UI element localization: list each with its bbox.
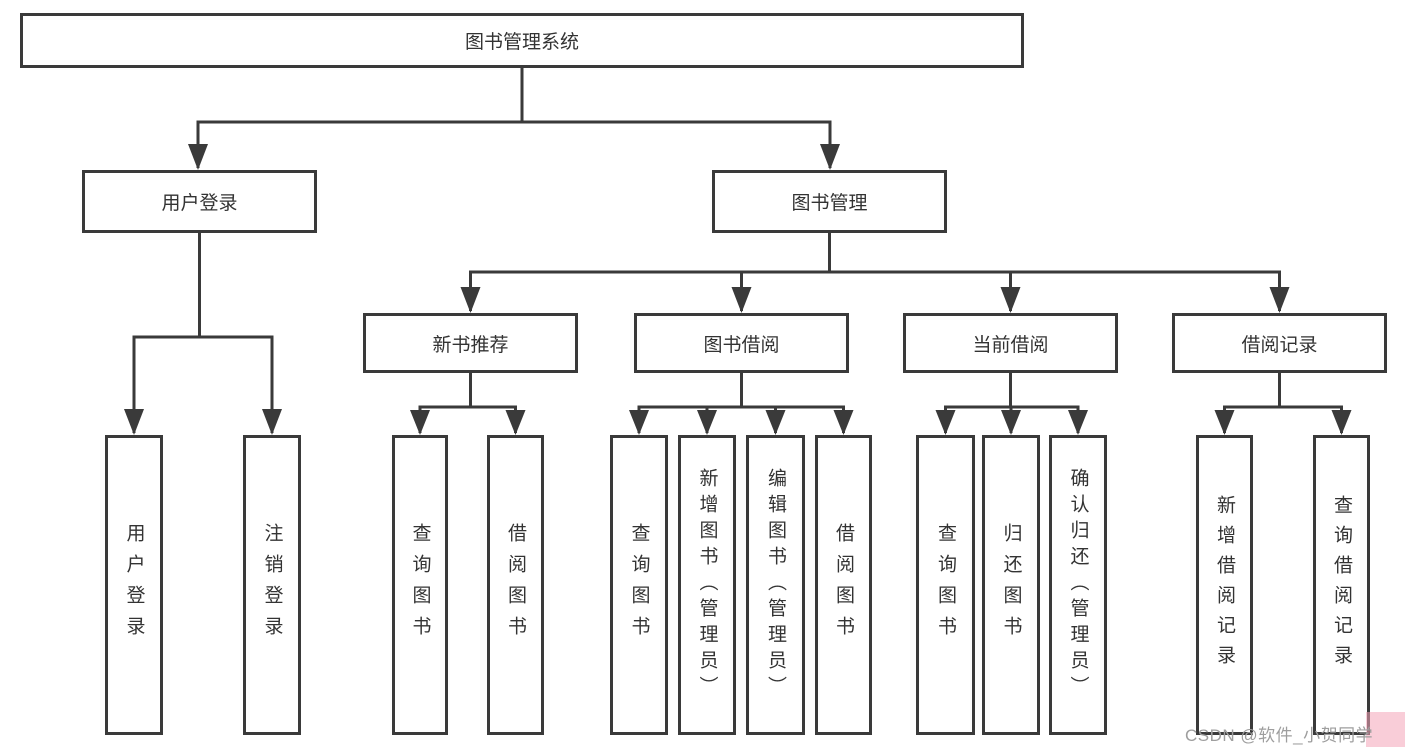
leaf-query-books-recommend: 查询图书: [392, 435, 448, 735]
connector-current-borrow-branch: [935, 371, 1088, 435]
csdn-watermark: CSDN @软件_小贺同学: [1185, 726, 1374, 745]
node-current-borrow: 当前借阅: [903, 313, 1118, 373]
leaf-edit-books-admin: 编辑图书（管理员）: [746, 435, 805, 735]
leaf-add-borrow-record: 新增借阅记录: [1196, 435, 1253, 735]
leaf-query-books-current: 查询图书: [916, 435, 975, 735]
node-book-management: 图书管理: [712, 170, 947, 233]
leaf-query-borrow-record: 查询借阅记录: [1313, 435, 1370, 735]
node-book-borrow: 图书借阅: [634, 313, 849, 373]
connector-book-management-branch: [460, 231, 1290, 313]
node-user-login-label: 用户登录: [161, 193, 238, 214]
connector-borrow-records-branch: [1214, 371, 1352, 435]
node-borrow-records-label: 借阅记录: [1241, 334, 1318, 356]
node-borrow-records: 借阅记录: [1172, 313, 1387, 373]
node-root-label: 图书管理系统: [464, 32, 579, 53]
leaf-add-books-admin: 新增图书（管理员）: [678, 435, 736, 735]
node-book-management-label: 图书管理: [791, 193, 868, 214]
node-book-borrow-label: 图书借阅: [703, 334, 780, 356]
node-new-book-recommend: 新书推荐: [363, 313, 578, 373]
leaf-borrow-books: 借阅图书: [815, 435, 872, 735]
watermark-highlight: [1366, 712, 1405, 747]
connector-user-login-branch: [124, 231, 282, 435]
connector-root-to-level2: [188, 66, 840, 170]
leaf-user-login: 用户登录: [105, 435, 163, 735]
leaf-borrow-books-recommend: 借阅图书: [487, 435, 544, 735]
node-new-book-recommend-label: 新书推荐: [432, 334, 509, 356]
connector-book-borrow-branch: [629, 371, 854, 435]
node-user-login: 用户登录: [82, 170, 317, 233]
leaf-confirm-return-admin: 确认归还（管理员）: [1049, 435, 1107, 735]
leaf-logout: 注销登录: [243, 435, 301, 735]
node-root-system: 图书管理系统: [20, 13, 1024, 68]
node-current-borrow-label: 当前借阅: [972, 334, 1049, 356]
leaf-return-books: 归还图书: [982, 435, 1040, 735]
leaf-query-books-borrow: 查询图书: [610, 435, 668, 735]
connector-new-book-branch: [410, 371, 526, 435]
